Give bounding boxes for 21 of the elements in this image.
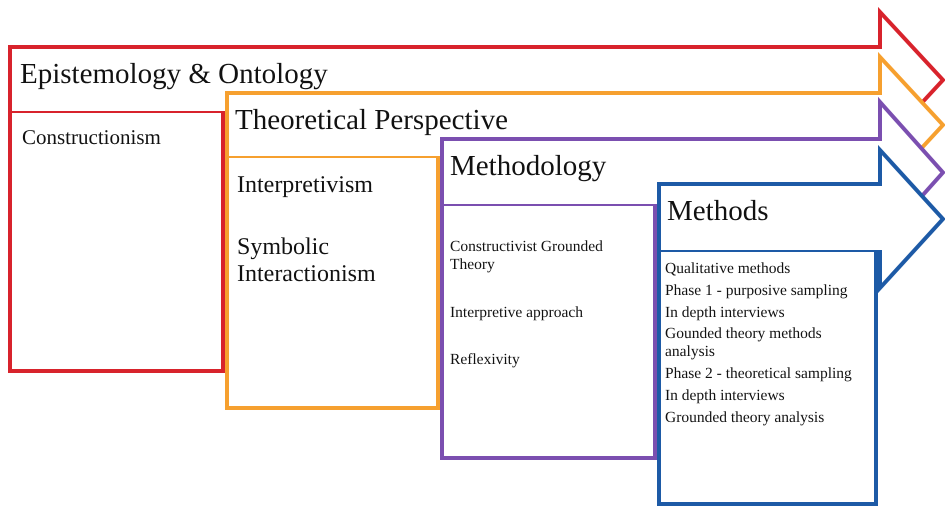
list-item: Constructivist Grounded Theory	[450, 238, 604, 274]
stage-heading: Epistemology & Ontology	[20, 58, 328, 92]
list-item: In depth interviews	[665, 386, 786, 405]
stage-heading: Theoretical Perspective	[235, 104, 508, 138]
list-item: Interpretive approach	[450, 304, 584, 322]
content-panel	[440, 206, 657, 460]
list-item: Symbolic Interactionism	[237, 234, 377, 289]
stage-heading: Methodology	[450, 150, 606, 184]
list-item: Phase 1 - purposive sampling	[665, 282, 849, 300]
stage-heading: Methods	[667, 195, 768, 228]
list-item: Qualitative methods	[665, 260, 792, 278]
list-item: Grounded theory analysis	[665, 408, 826, 426]
list-item: Constructionism	[22, 125, 162, 150]
list-item: Reflexivity	[450, 351, 521, 370]
list-item: In depth interviews	[665, 304, 786, 322]
content-panel	[8, 113, 225, 373]
list-item: Phase 2 - theoretical sampling	[665, 365, 853, 383]
content-panel	[225, 158, 440, 410]
list-item: Gounded theory methods analysis	[665, 325, 823, 362]
list-item: Interpretivism	[237, 172, 374, 200]
content-panel	[657, 252, 878, 506]
